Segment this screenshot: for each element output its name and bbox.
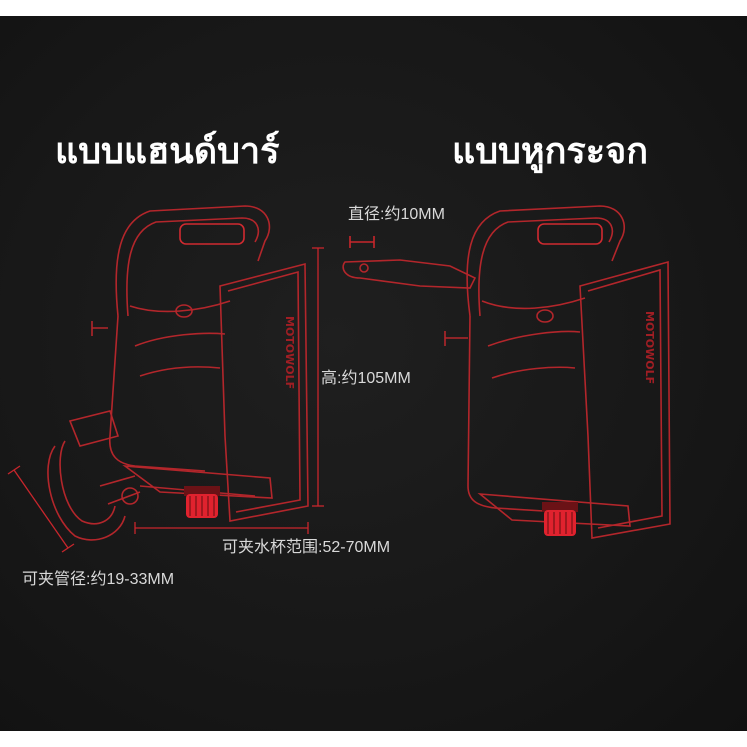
mirror-mount-cup-holder bbox=[342, 205, 671, 539]
knob-left bbox=[184, 486, 220, 518]
product-illustration: MOTOWOLF bbox=[7, 205, 671, 553]
tube-range-label: 可夹管径:约19-33MM bbox=[22, 571, 175, 588]
title-handlebar: แบบแฮนด์บาร์ bbox=[55, 131, 280, 172]
product-image: MOTOWOLF bbox=[0, 16, 747, 731]
dimension-lines-left bbox=[7, 247, 324, 553]
brand-mark-right: MOTOWOLF bbox=[643, 311, 656, 384]
handlebar-cup-holder bbox=[47, 205, 309, 541]
cup-range-label: 可夹水杯范围:52-70MM bbox=[222, 539, 391, 556]
height-label: 高:约105MM bbox=[321, 370, 411, 387]
brand-mark-left: MOTOWOLF bbox=[283, 316, 296, 389]
title-mirror: แบบหูกระจก bbox=[452, 131, 648, 172]
diameter-label: 直径:约10MM bbox=[348, 206, 445, 223]
knob-right bbox=[542, 502, 578, 536]
